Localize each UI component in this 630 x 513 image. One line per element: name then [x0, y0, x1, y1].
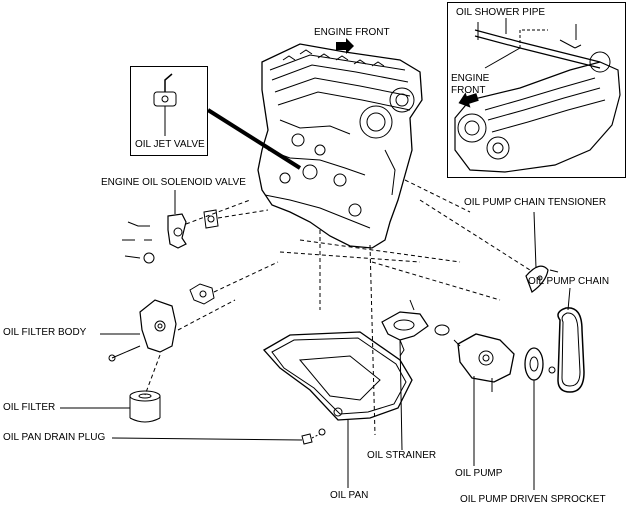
label-engine-front: ENGINE FRONT	[314, 27, 390, 38]
engine-front-inset-arrow-icon	[458, 92, 479, 108]
oil-pump-drawing	[453, 333, 515, 392]
engine-oil-solenoid-valve-drawing	[122, 209, 219, 305]
oil-pan-drawing	[262, 331, 413, 421]
oil-filter-body-drawing	[108, 299, 177, 362]
label-oil-shower-pipe: OIL SHOWER PIPE	[456, 7, 546, 18]
oil-pan-drain-plug-drawing	[301, 428, 326, 445]
label-engine-front-inset-2: FRONT	[451, 85, 486, 96]
oil-jet-valve-drawing	[153, 73, 177, 126]
label-engine-oil-solenoid-valve: ENGINE OIL SOLENOID VALVE	[101, 177, 246, 188]
oil-pump-chain-drawing	[557, 307, 585, 393]
oil-pump-driven-sprocket-drawing	[524, 347, 556, 381]
label-oil-pan: OIL PAN	[330, 490, 369, 501]
label-oil-pump-chain: OIL PUMP CHAIN	[528, 276, 610, 287]
label-oil-strainer: OIL STRAINER	[367, 450, 437, 461]
inset-cylinder-head	[454, 22, 621, 173]
label-oil-pan-drain-plug: OIL PAN DRAIN PLUG	[3, 432, 106, 443]
assembly-lines	[144, 179, 531, 436]
engine-block	[257, 43, 423, 249]
engine-front-arrow-icon	[336, 38, 354, 54]
oil-filter-drawing	[129, 390, 161, 423]
label-oil-jet-valve: OIL JET VALVE	[135, 139, 205, 150]
label-oil-pump-chain-tensioner: OIL PUMP CHAIN TENSIONER	[464, 197, 607, 208]
label-oil-pump-driven-sprocket: OIL PUMP DRIVEN SPROCKET	[460, 494, 606, 505]
label-engine-front-inset-1: ENGINE	[451, 73, 490, 84]
oil-pump-chain-tensioner-drawing	[525, 265, 559, 293]
oil-strainer-drawing	[381, 299, 450, 357]
label-oil-pump: OIL PUMP	[455, 468, 503, 479]
oil-shower-pipe-inset	[447, 2, 626, 178]
label-leaders	[60, 18, 571, 490]
oil-jet-valve-leader	[206, 108, 302, 170]
label-oil-filter: OIL FILTER	[3, 402, 56, 413]
label-oil-filter-body: OIL FILTER BODY	[3, 327, 87, 338]
